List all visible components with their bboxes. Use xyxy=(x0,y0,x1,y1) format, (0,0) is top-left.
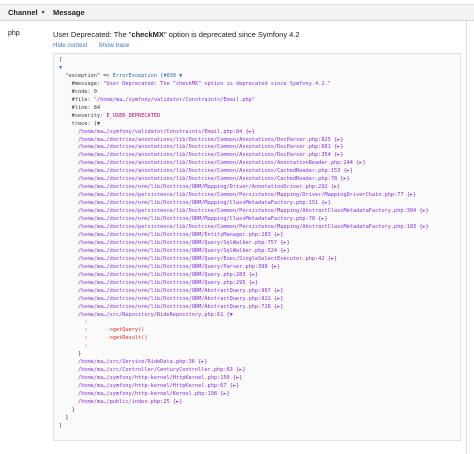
dump-line: #line: 84 xyxy=(71,104,101,111)
dump-line: › ->getQuery() xyxy=(84,327,145,334)
log-table-header: Channel ▼ Message xyxy=(0,4,474,21)
dump-line: /home/ma…/doctrine/orm/lib/Doctrine/ORM/… xyxy=(77,295,284,302)
dump-line: [ xyxy=(59,57,63,63)
dump-line: /home/ma…/doctrine/orm/lib/Doctrine/ORM/… xyxy=(77,216,328,223)
dump-line: /home/ma…/doctrine/persistence/lib/Doctr… xyxy=(77,208,429,215)
hide-context-link[interactable]: Hide context xyxy=(53,42,88,49)
message-cell: User Deprecated: The "checkMX" option is… xyxy=(47,21,474,441)
dump-line: /home/ma…/symfony/http-kernel/HttpKernel… xyxy=(77,375,243,382)
top-spacer xyxy=(0,0,474,4)
dump-line: /home/ma…/doctrine/annotations/lib/Doctr… xyxy=(77,160,366,167)
entry-actions: Hide context Show trace xyxy=(53,42,466,49)
dump-line: /home/ma…/doctrine/orm/lib/Doctrine/ORM/… xyxy=(77,255,338,262)
dump-line: } xyxy=(77,351,82,358)
dump-line: /home/ma…/symfony/http-kernel/HttpKernel… xyxy=(77,383,240,390)
dump-line: /home/ma…/doctrine/annotations/lib/Doctr… xyxy=(77,144,344,151)
dump-line: /home/ma…/doctrine/orm/lib/Doctrine/ORM/… xyxy=(77,303,284,310)
dump-line: /home/ma…/public/index.php:25 {►} xyxy=(77,398,183,405)
dump-line: #code: 0 xyxy=(71,88,97,95)
dump-line: ] xyxy=(59,422,63,429)
dump-line: /home/ma…/doctrine/persistence/lib/Doctr… xyxy=(77,192,417,199)
dump-line: #message: "User Deprecated: The "checkMX… xyxy=(71,80,331,87)
context-dump[interactable]: [▼ "exception" => ErrorException {#838 ▼… xyxy=(53,53,461,441)
dump-line: /home/ma…/doctrine/orm/lib/Doctrine/ORM/… xyxy=(77,231,284,238)
show-trace-link[interactable]: Show trace xyxy=(98,42,130,49)
dump-line: #severity: E_USER_DEPRECATED xyxy=(71,112,161,119)
dump-line: } xyxy=(71,406,75,413)
dump-line: /home/ma…/src/Repository/RideRepository.… xyxy=(77,311,233,318)
channel-column-header[interactable]: Channel ▼ xyxy=(0,8,47,17)
channel-header-label: Channel xyxy=(8,8,38,17)
dump-line: /home/ma…/doctrine/annotations/lib/Doctr… xyxy=(77,152,344,159)
message-suffix: " option is deprecated since Symfony 4.2 xyxy=(163,30,300,39)
dump-line: /home/ma…/doctrine/persistence/lib/Doctr… xyxy=(77,224,429,231)
log-entry-row: php User Deprecated: The "checkMX" optio… xyxy=(0,21,474,441)
channel-cell: php xyxy=(0,21,47,441)
dump-line: /home/ma…/symfony/http-kernel/Kernel.php… xyxy=(77,391,230,398)
dump-line: /home/ma…/doctrine/orm/lib/Doctrine/ORM/… xyxy=(77,279,259,286)
dump-line: "exception" => ErrorException {#838 ▼ xyxy=(65,72,183,79)
dump-line: /home/ma…/doctrine/orm/lib/Doctrine/ORM/… xyxy=(77,263,281,270)
message-header-label: Message xyxy=(53,8,85,17)
dump-line: /home/ma…/doctrine/orm/lib/Doctrine/ORM/… xyxy=(77,271,259,278)
dump-line: /home/ma…/src/Service/RideData.php:36 {►… xyxy=(77,359,208,366)
message-bold-option: checkMX xyxy=(131,30,164,39)
channel-value: php xyxy=(8,30,20,37)
dump-line: /home/ma…/doctrine/annotations/lib/Doctr… xyxy=(77,168,353,175)
dump-line: /home/ma…/doctrine/annotations/lib/Doctr… xyxy=(77,136,344,143)
dump-line: /home/ma…/symfony/validator/Constraints/… xyxy=(77,128,255,135)
log-message: User Deprecated: The "checkMX" option is… xyxy=(53,30,466,39)
dump-line: /home/ma…/doctrine/orm/lib/Doctrine/ORM/… xyxy=(77,239,290,246)
dump-line: /home/ma…/doctrine/orm/lib/Doctrine/ORM/… xyxy=(77,247,290,254)
message-prefix: User Deprecated: The " xyxy=(53,30,132,39)
right-border xyxy=(466,18,467,454)
dump-line: } xyxy=(65,414,69,421)
dump-line: /home/ma…/src/Controller/CenturyControll… xyxy=(77,367,246,374)
dump-line: trace: {▼ xyxy=(71,120,101,127)
dump-line: ▼ xyxy=(59,64,63,71)
dump-line: #file: "/home/ma…/symfony/validator/Cons… xyxy=(71,96,255,103)
dump-line: › ->getResult() xyxy=(84,335,148,342)
caret-down-icon[interactable]: ▼ xyxy=(40,9,46,16)
dump-line: /home/ma…/doctrine/annotations/lib/Doctr… xyxy=(77,176,350,183)
dump-line: › xyxy=(84,343,88,350)
message-column-header: Message xyxy=(47,8,85,17)
dump-line: › xyxy=(84,319,88,326)
dump-line: /home/ma…/doctrine/orm/lib/Doctrine/ORM/… xyxy=(77,200,331,207)
dump-line: /home/ma…/doctrine/orm/lib/Doctrine/ORM/… xyxy=(77,287,284,294)
dump-line: /home/ma…/doctrine/orm/lib/Doctrine/ORM/… xyxy=(77,184,341,191)
